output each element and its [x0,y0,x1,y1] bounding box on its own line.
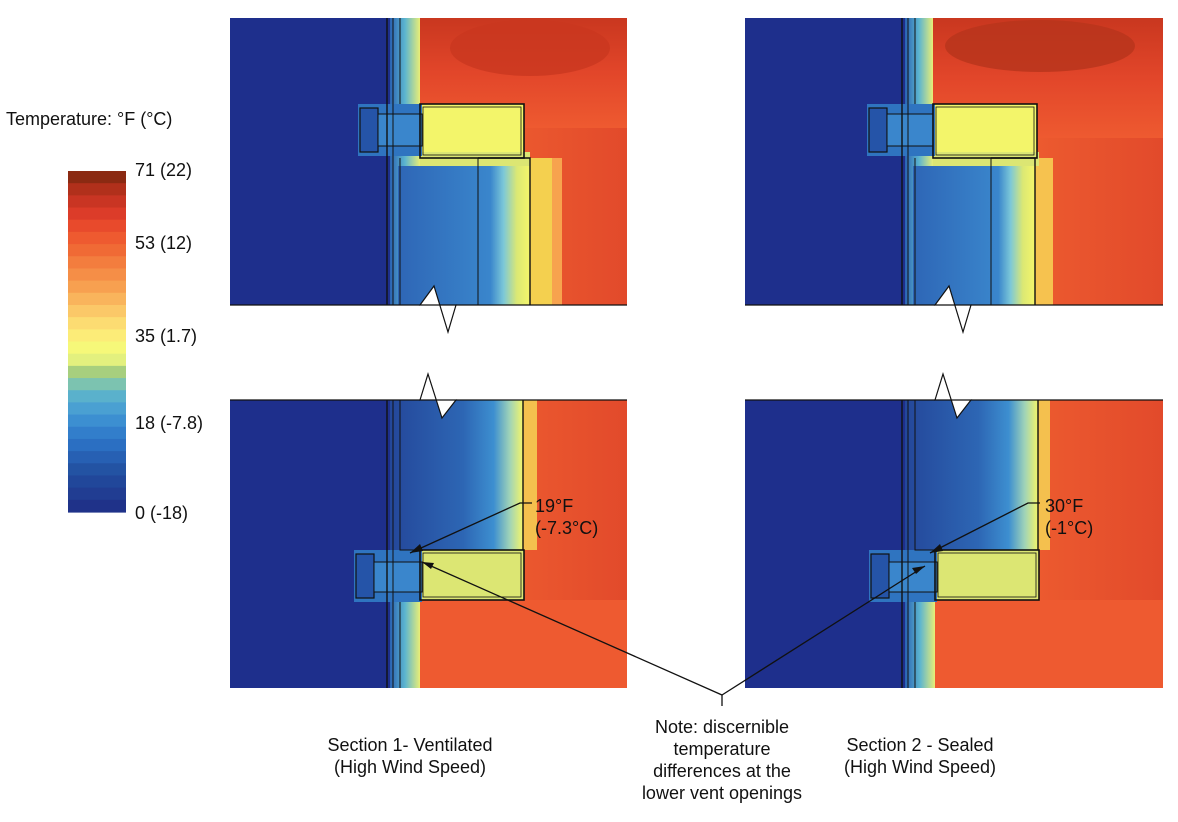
section-2-temp-f: 30°F [1045,496,1084,516]
section-2-temperature-callout: 30°F (-1°C) [1045,495,1093,539]
legend-tick-4: 18 (-7.8) [135,413,204,433]
legend-swatch [68,487,126,501]
legend-swatch [68,183,126,196]
section-2-caption: Section 2 - Sealed (High Wind Speed) [760,734,1080,778]
section-2-lower-thermal-map [745,371,1163,688]
legend-swatch [68,207,126,221]
legend-swatch [68,231,126,245]
arrowhead-note-section-1 [422,562,434,569]
legend-tick-3: 35 (1.7) [135,326,198,346]
legend-swatch [68,414,126,428]
legend-swatch [68,329,126,343]
legend-swatch [68,195,126,209]
note-line-1: Note: discernible [654,717,790,737]
section-1-caption-line1: Section 1- Ventilated [327,735,493,755]
section-2-caption-line2: (High Wind Speed) [843,757,997,777]
leader-note-to-section-1 [421,561,723,696]
section-1-caption-line2: (High Wind Speed) [333,757,487,777]
note-line-3: differences at the [653,761,791,781]
leader-note-to-section-2 [721,565,926,696]
note-text: Note: discernible temperature difference… [582,716,862,804]
legend-swatch [68,390,126,403]
arrowhead-section-1-temp [410,544,423,553]
legend-swatch [68,499,126,513]
legend-swatch [68,353,126,367]
section-2-upper-thermal-map [745,18,1163,335]
legend-swatch [68,402,126,416]
arrowhead-note-section-2 [912,566,925,574]
legend-tick-min: 0 (-18) [135,503,189,523]
legend-swatch [68,256,126,270]
temperature-color-scale [68,171,126,513]
legend-swatch [68,292,126,306]
note-line-2: temperature [673,739,771,759]
legend-swatch [68,438,126,452]
legend-title: Temperature: °F (°C) [6,109,173,129]
legend-swatch [68,463,126,477]
legend-swatch [68,341,126,355]
arrowhead-section-2-temp [930,544,943,553]
legend-tick-max: 71 (22) [135,160,193,180]
section-1-caption: Section 1- Ventilated (High Wind Speed) [250,734,570,778]
legend-swatch [68,426,126,440]
section-1-lower-thermal-map [230,371,627,688]
section-1-temperature-callout: 19°F (-7.3°C) [535,495,598,539]
section-1-temp-c: (-7.3°C) [535,518,599,538]
section-2-temp-c: (-1°C) [1045,518,1094,538]
legend-swatch [68,280,126,294]
legend-swatch [68,317,126,330]
legend-tick-2: 53 (12) [135,233,193,253]
legend-swatch [68,219,126,233]
legend-swatch [68,304,126,318]
legend-swatch [68,268,126,282]
section-2-caption-line1: Section 2 - Sealed [846,735,994,755]
leader-section-2-temp [929,502,1040,554]
leader-section-1-temp [409,502,532,554]
legend-swatch [68,365,126,379]
legend-swatch [68,378,126,391]
section-1-temp-f: 19°F [535,496,574,516]
section-1-upper-thermal-map [230,18,627,335]
legend-swatch [68,171,126,184]
annotation-leaders [409,502,1040,706]
note-line-4: lower vent openings [641,783,803,803]
legend-swatch [68,475,126,489]
legend-swatch [68,244,126,257]
legend-swatch [68,451,126,464]
